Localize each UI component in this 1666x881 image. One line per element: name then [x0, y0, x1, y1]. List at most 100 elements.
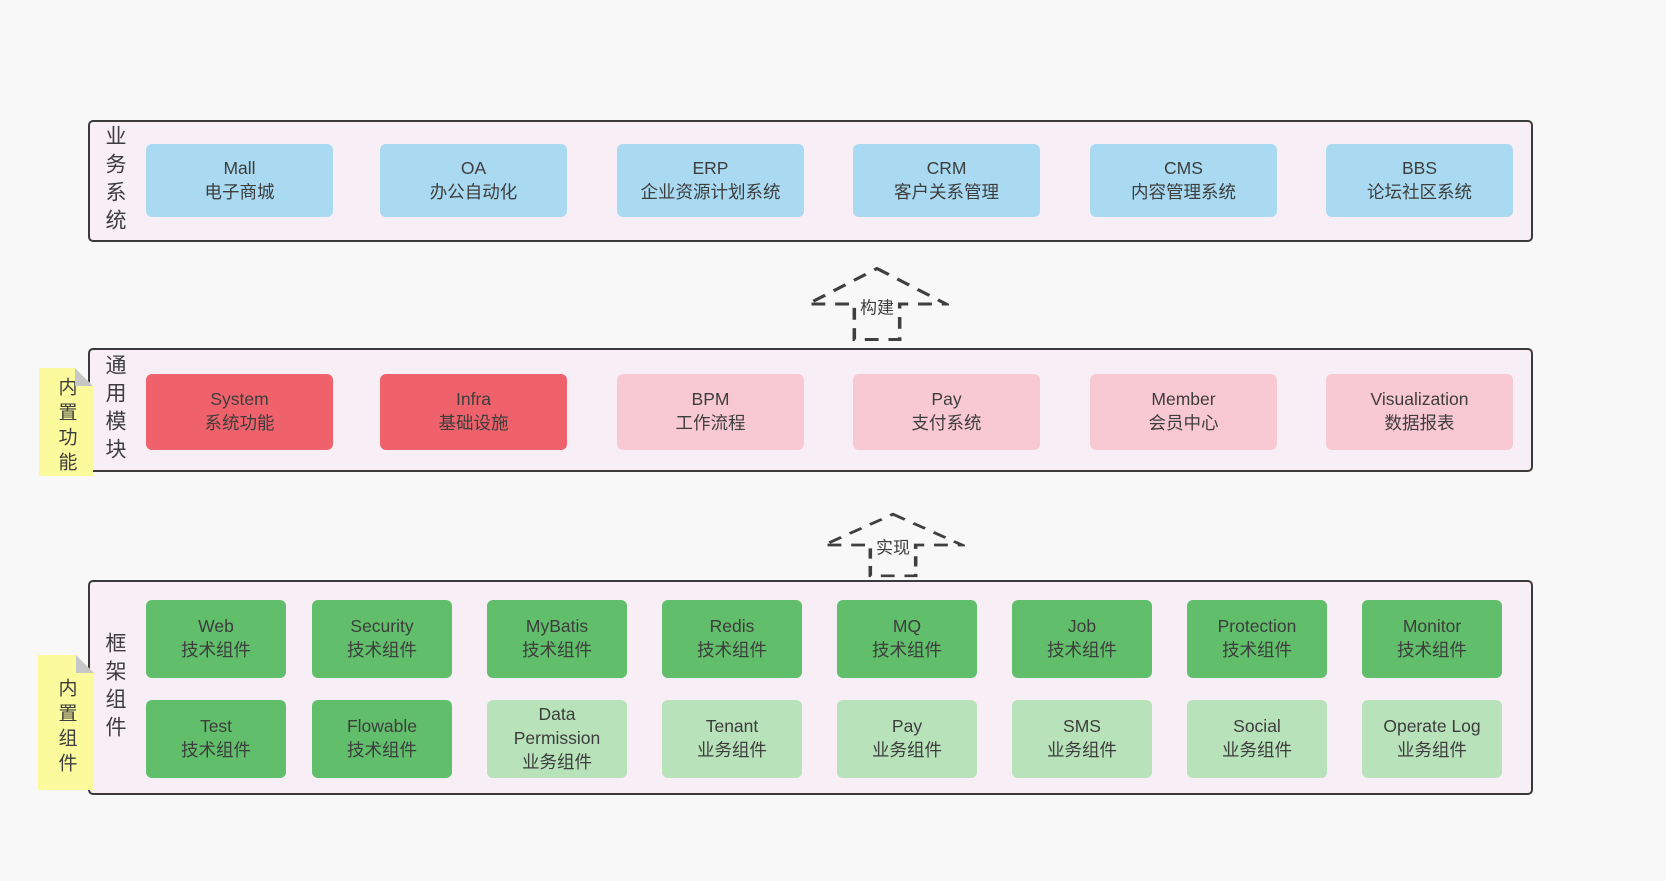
box-data-permission: Data Permission 业务组件	[487, 700, 627, 778]
box-subtitle: 技术组件	[181, 640, 251, 660]
box-title: Test	[199, 716, 233, 737]
box-redis: Redis 技术组件	[662, 600, 802, 678]
panel-label-common-modules: 通用模块	[103, 354, 126, 466]
box-bbs: BBS 论坛社区系统	[1326, 144, 1513, 217]
box-title: Web	[198, 616, 234, 637]
box-subtitle: 支付系统	[911, 413, 982, 433]
box-title: OA	[460, 157, 487, 178]
box-pay-module: Pay 支付系统	[853, 374, 1040, 450]
box-subtitle: 技术组件	[872, 640, 942, 660]
box-title: CMS	[1164, 157, 1203, 178]
box-monitor: Monitor 技术组件	[1362, 600, 1502, 678]
box-subtitle: 基础设施	[438, 413, 509, 433]
arrow-up-icon	[821, 512, 965, 578]
box-title: CRM	[926, 157, 967, 178]
box-title: Redis	[709, 616, 755, 637]
box-web: Web 技术组件	[146, 600, 286, 678]
box-subtitle: 技术组件	[1222, 640, 1292, 660]
box-tenant: Tenant 业务组件	[662, 700, 802, 778]
sticky-label: 内置组件	[55, 677, 77, 778]
sticky-label: 内置功能	[55, 377, 77, 477]
box-title: Flowable	[346, 716, 418, 737]
box-subtitle: 会员中心	[1148, 413, 1219, 433]
box-title: Tenant	[705, 716, 759, 737]
box-subtitle: 技术组件	[181, 740, 251, 760]
box-title: Social	[1233, 716, 1281, 737]
box-title: ERP	[692, 157, 729, 178]
box-title: BPM	[691, 389, 730, 410]
box-sms: SMS 业务组件	[1012, 700, 1152, 778]
box-oa: OA 办公自动化	[380, 144, 567, 217]
box-member: Member 会员中心	[1090, 374, 1277, 450]
box-title: Pay	[931, 389, 962, 410]
panel-label-framework-components: 框架组件	[103, 631, 126, 744]
box-crm: CRM 客户关系管理	[853, 144, 1040, 217]
box-system: System 系统功能	[146, 374, 333, 450]
box-title: Pay	[891, 716, 923, 737]
box-title: Protection	[1217, 616, 1297, 637]
box-social: Social 业务组件	[1187, 700, 1327, 778]
framework-components-panel: 框架组件 Web 技术组件 Security 技术组件 MyBatis 技术组件…	[88, 580, 1533, 795]
box-title: Visualization	[1370, 389, 1469, 410]
implement-arrow-label: 实现	[873, 533, 913, 559]
box-subtitle: 业务组件	[522, 751, 592, 772]
box-subtitle: 电子商城	[204, 181, 275, 202]
box-mall: Mall 电子商城	[146, 144, 333, 217]
box-cms: CMS 内容管理系统	[1090, 144, 1277, 217]
box-infra: Infra 基础设施	[380, 374, 567, 450]
box-title: BBS	[1401, 157, 1438, 178]
box-subtitle: 业务组件	[1047, 740, 1117, 760]
box-subtitle: 技术组件	[697, 640, 767, 660]
common-modules-panel: 通用模块 System 系统功能 Infra 基础设施 BPM 工作流程 Pay…	[88, 348, 1533, 472]
build-arrow-label: 构建	[857, 293, 897, 319]
sticky-built-in-features: 内置功能	[39, 368, 93, 476]
box-subtitle: 业务组件	[697, 740, 767, 760]
build-arrow: 构建	[805, 266, 949, 342]
box-title: SMS	[1063, 716, 1101, 737]
panel-label-business-systems: 业务系统	[103, 125, 126, 237]
box-subtitle: 技术组件	[347, 640, 417, 660]
box-operate-log: Operate Log 业务组件	[1362, 700, 1502, 778]
box-title: Mall	[223, 157, 256, 178]
box-subtitle: 客户关系管理	[894, 181, 999, 202]
box-subtitle: 企业资源计划系统	[640, 181, 781, 202]
business-systems-panel: 业务系统 Mall 电子商城 OA 办公自动化 ERP 企业资源计划系统 CRM…	[88, 120, 1533, 242]
box-title: Job	[1067, 616, 1097, 637]
box-subtitle: 技术组件	[1047, 640, 1117, 660]
box-title: MQ	[892, 616, 922, 637]
box-test: Test 技术组件	[146, 700, 286, 778]
box-title: Monitor	[1402, 616, 1462, 637]
box-subtitle: 办公自动化	[429, 181, 518, 202]
box-subtitle: 技术组件	[1397, 640, 1467, 660]
box-title: Data Permission	[513, 704, 601, 749]
box-title: System	[210, 389, 269, 410]
box-erp: ERP 企业资源计划系统	[617, 144, 804, 217]
box-title: Security	[350, 616, 414, 637]
sticky-built-in-components: 内置组件	[38, 655, 94, 790]
box-subtitle: 技术组件	[347, 740, 417, 760]
box-subtitle: 业务组件	[1222, 740, 1292, 760]
implement-arrow: 实现	[821, 512, 965, 578]
box-subtitle: 系统功能	[204, 413, 275, 433]
box-mq: MQ 技术组件	[837, 600, 977, 678]
box-title: MyBatis	[525, 616, 589, 637]
box-subtitle: 数据报表	[1384, 413, 1455, 433]
box-subtitle: 业务组件	[1397, 740, 1467, 760]
box-pay-component: Pay 业务组件	[837, 700, 977, 778]
box-title: Infra	[455, 389, 492, 410]
box-subtitle: 技术组件	[522, 640, 592, 660]
arrow-up-icon	[805, 266, 949, 341]
box-title: Operate Log	[1383, 716, 1481, 737]
box-security: Security 技术组件	[312, 600, 452, 678]
box-flowable: Flowable 技术组件	[312, 700, 452, 778]
box-subtitle: 业务组件	[872, 740, 942, 760]
box-protection: Protection 技术组件	[1187, 600, 1327, 678]
box-subtitle: 内容管理系统	[1131, 181, 1236, 202]
box-title: Member	[1151, 389, 1216, 410]
box-subtitle: 工作流程	[675, 413, 746, 433]
box-job: Job 技术组件	[1012, 600, 1152, 678]
box-bpm: BPM 工作流程	[617, 374, 804, 450]
box-visualization: Visualization 数据报表	[1326, 374, 1513, 450]
box-mybatis: MyBatis 技术组件	[487, 600, 627, 678]
